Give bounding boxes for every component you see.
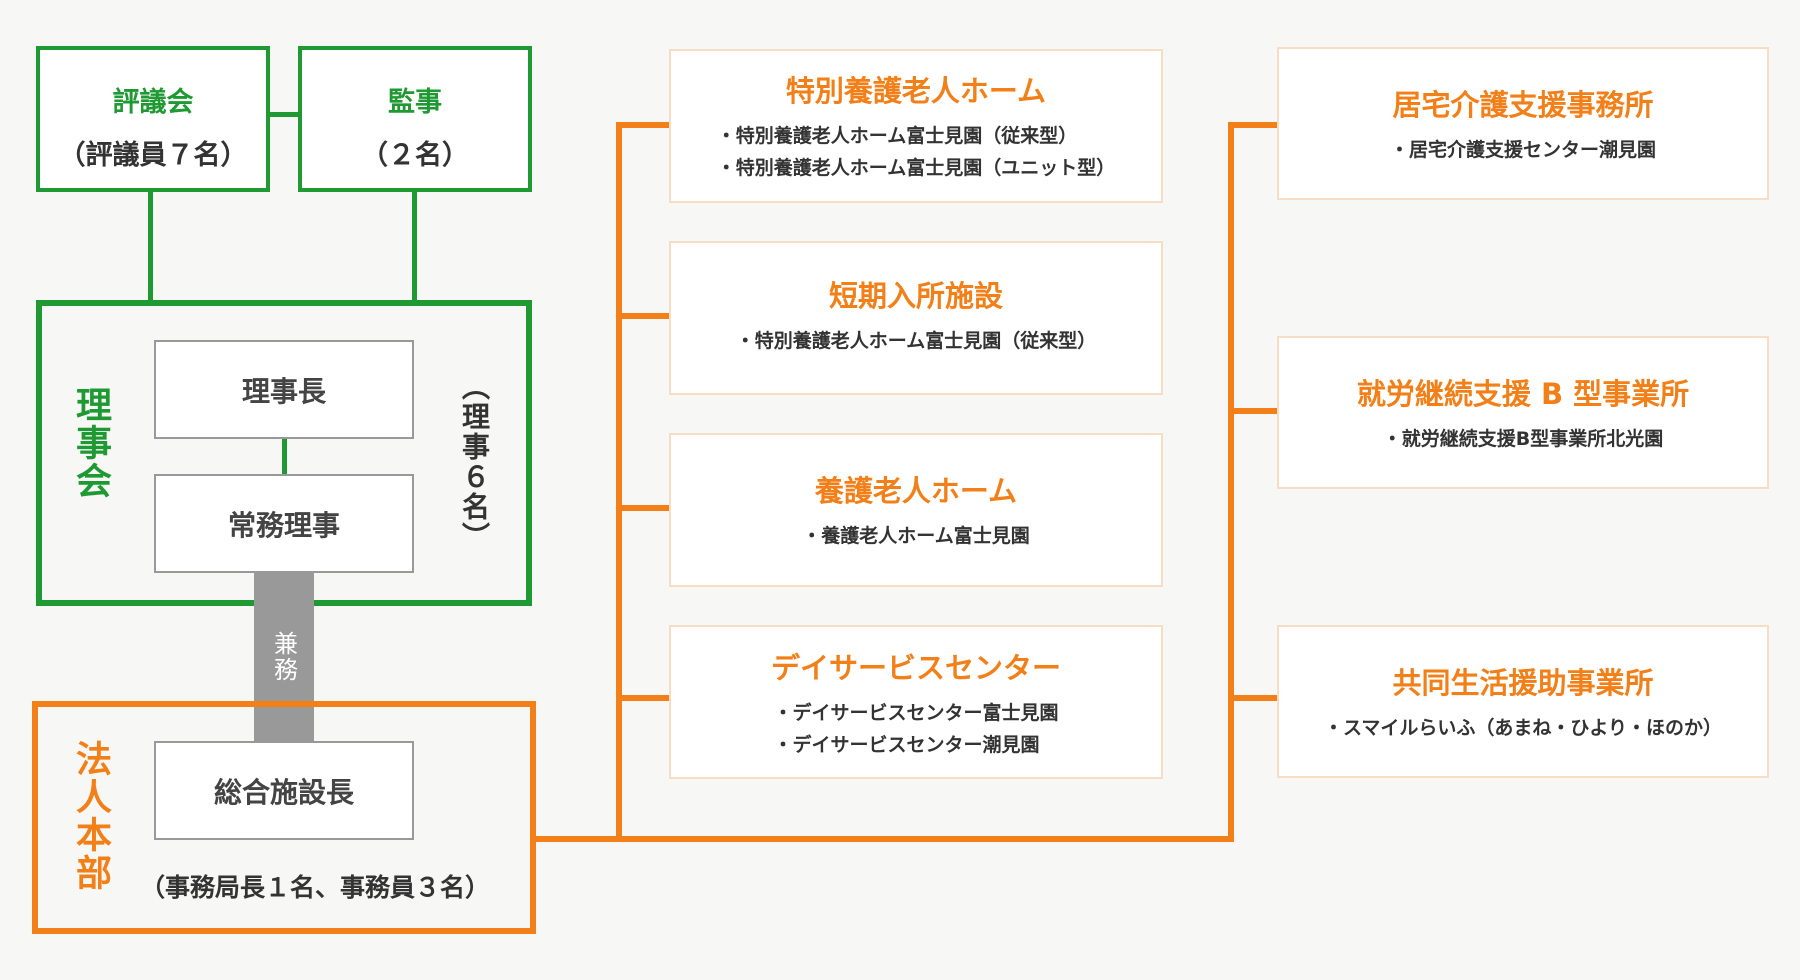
council-board-connector [148,192,153,302]
facility-group-living: 共同生活援助事業所 スマイルらいふ（あまね・ひより・ほのか） [1277,625,1769,778]
facility-item: 居宅介護支援センター潮見園 [1390,134,1656,166]
facility-home-care-support: 居宅介護支援事務所 居宅介護支援センター潮見園 [1277,47,1769,200]
facility-title: 短期入所施設 [828,279,1003,313]
branch-left-3 [616,505,670,511]
facility-item: 養護老人ホーム富士見園 [802,520,1029,552]
auditor-title: 監事 [388,87,442,118]
facility-item: 就労継続支援B型事業所北光園 [1383,423,1663,455]
facility-item: スマイルらいふ（あまね・ひより・ほのか） [1324,712,1722,744]
branch-left-4 [616,695,670,701]
facility-title: デイサービスセンター [770,651,1061,685]
right-column-trunk [1228,122,1234,842]
hq-label: 法人本部 [70,740,111,892]
director-box: 総合施設長 [154,741,414,840]
hq-box [32,701,536,934]
director-label: 総合施設長 [213,775,354,809]
facility-short-stay: 短期入所施設 特別養護老人ホーム富士見園（従来型） [669,241,1163,395]
left-column-trunk [616,122,622,839]
hq-staff-note: （事務局長１名、事務員３名） [140,873,491,902]
chairman-box: 理事長 [154,340,414,439]
facility-day-service: デイサービスセンター デイサービスセンター富士見園 デイサービスセンター潮見園 [669,625,1163,779]
auditor-box: 監事 （２名） [298,46,532,192]
executive-label: 常務理事 [227,508,340,542]
facility-title: 特別養護老人ホーム [785,74,1047,108]
facility-care-home: 養護老人ホーム 養護老人ホーム富士見園 [669,433,1163,587]
branch-right-1 [1228,122,1278,128]
council-box: 評議会 （評議員７名） [36,46,270,192]
facility-item: 特別養護老人ホーム富士見園（従来型） [717,120,1115,152]
chairman-executive-connector [282,439,287,476]
board-label: 理事会 [70,386,111,500]
concurrent-connector: 兼務 [254,573,314,741]
hq-trunk-horizontal [536,836,1234,842]
auditor-note: （２名） [361,140,469,171]
facility-item: デイサービスセンター潮見園 [773,729,1058,761]
facility-item: 特別養護老人ホーム富士見園（従来型） [736,325,1096,357]
executive-box: 常務理事 [154,474,414,573]
facility-title: 就労継続支援 B 型事業所 [1356,377,1690,411]
facility-title: 居宅介護支援事務所 [1392,88,1654,122]
concurrent-label: 兼務 [269,631,298,683]
board-note: （理事６名） [458,372,491,552]
council-title: 評議会 [112,87,194,118]
council-note: （評議員７名） [58,140,248,171]
branch-right-3 [1228,695,1278,701]
chairman-label: 理事長 [241,374,326,408]
facility-item: デイサービスセンター富士見園 [773,697,1059,729]
facility-title: 共同生活援助事業所 [1392,666,1654,700]
branch-right-2 [1228,408,1278,414]
auditor-board-connector [412,192,417,302]
branch-left-1 [616,122,670,128]
facility-employment-support: 就労継続支援 B 型事業所 就労継続支援B型事業所北光園 [1277,336,1769,489]
branch-left-2 [616,313,670,319]
facility-title: 養護老人ホーム [814,474,1018,508]
facility-item: 特別養護老人ホーム富士見園（ユニット型） [717,152,1115,184]
facility-nursing-home: 特別養護老人ホーム 特別養護老人ホーム富士見園（従来型） 特別養護老人ホーム富士… [669,49,1163,203]
council-auditor-connector [268,112,300,117]
